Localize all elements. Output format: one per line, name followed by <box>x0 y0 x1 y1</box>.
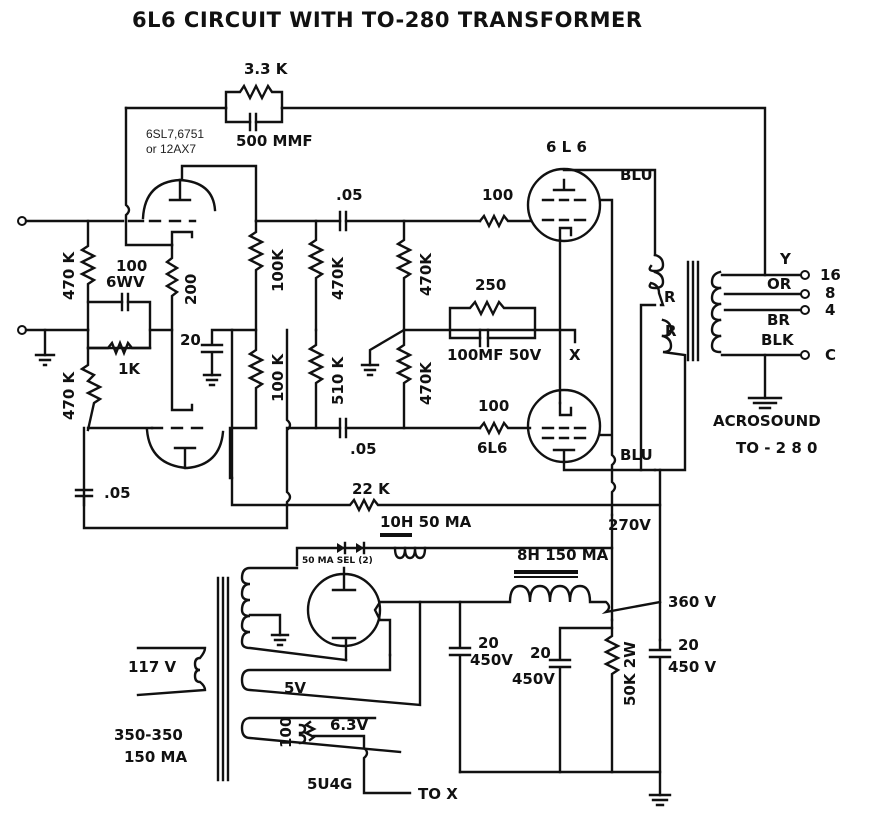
cathode-resistor-label: 1K <box>118 360 141 378</box>
tap-8-label: 8 <box>825 284 835 302</box>
filter-cap-3-voltage: 450 V <box>668 658 717 676</box>
plate-resistor-bottom-label: 100 K <box>269 352 287 402</box>
filter-choke-8h <box>378 570 662 615</box>
tap-16-label: 16 <box>820 266 841 284</box>
filament-5v-label: 5V <box>284 679 306 697</box>
input-tube-label-2: or 12AX7 <box>146 142 196 156</box>
x-mark-label: X <box>569 346 581 364</box>
ground-symbol-input <box>34 353 56 367</box>
feedback-resistor-label: 3.3 K <box>244 60 289 78</box>
plate-resistor-top-label: 100K <box>269 248 287 292</box>
tap-4-label: 4 <box>825 301 835 319</box>
grid-resistor-470k-bottom-label: 470K <box>417 361 435 405</box>
tap-8-terminal <box>800 289 810 299</box>
choke-10h-label: 10H 50 MA <box>380 513 472 531</box>
output-tube-top-label: 6 L 6 <box>546 138 587 156</box>
tap-c-terminal <box>800 350 810 360</box>
grid-resistor-top-label: 470 K <box>60 250 78 300</box>
resistor-200-label: 200 <box>182 274 200 305</box>
pt-rating-voltage-label: 350-350 <box>114 726 183 744</box>
output-tube-bottom-label: 6L6 <box>477 439 507 457</box>
power-transformer <box>136 566 422 795</box>
to-x-label: TO X <box>418 785 458 803</box>
output-transformer <box>639 253 802 472</box>
feedback-cap-label: 500 MMF <box>236 132 313 150</box>
secondary-or-label: OR <box>767 275 792 293</box>
rectifier-tube-5u4g <box>306 566 392 662</box>
filter-cap-2-voltage: 450V <box>512 670 555 688</box>
filter-cap-3-value: 20 <box>678 636 699 654</box>
feedback-network <box>124 83 767 277</box>
cap-20-label: 20 <box>180 331 201 349</box>
choke-8h-label: 8H 150 MA <box>517 546 609 564</box>
input-tube-v1a <box>141 164 258 247</box>
selenium-rectifier-label: 50 MA SEL (2) <box>302 556 373 566</box>
transformer-model-label: TO - 2 8 0 <box>736 439 817 457</box>
lead-blu-top-label: BLU <box>620 166 653 184</box>
filter-cap-1-value: 20 <box>478 634 499 652</box>
pt-rating-current-label: 150 MA <box>124 748 187 766</box>
filament-63v-label: 6.3V <box>330 716 369 734</box>
divider-resistor-510k-label: 510 K <box>329 355 347 405</box>
coupling-cap-top-label: .05 <box>336 186 363 204</box>
voltage-270v-label: 270V <box>608 516 651 534</box>
tap-16-terminal <box>800 270 810 280</box>
secondary-br-label: BR <box>767 311 790 329</box>
lead-blu-bottom-label: BLU <box>620 446 653 464</box>
resistor-22k-label: 22 K <box>352 480 391 498</box>
lead-r-top-label: R <box>664 288 676 306</box>
hum-pot-label: 100 <box>277 717 295 748</box>
filter-cap-1-voltage: 450V <box>470 651 513 669</box>
mains-voltage-label: 117 V <box>128 658 177 676</box>
output-tube-bottom <box>526 388 657 472</box>
cathode-cap-label-1: 100 <box>116 257 147 275</box>
secondary-blk-label: BLK <box>761 331 795 349</box>
filter-cap-2-value: 20 <box>530 644 551 662</box>
tap-4-terminal <box>800 305 810 315</box>
transformer-name-label: ACROSOUND <box>713 412 821 430</box>
bleeder-resistor-label: 50K 2W <box>621 641 639 706</box>
schematic-title: 6L6 CIRCUIT WITH TO-280 TRANSFORMER <box>132 8 643 32</box>
screen-supply <box>295 513 614 622</box>
grid-resistor-bottom-label: 470 K <box>60 370 78 420</box>
grid-resistor-470k-top-label: 470K <box>417 252 435 296</box>
output-tube-top <box>526 167 617 517</box>
lead-r-bottom-label: R <box>665 322 677 340</box>
cathode-bias-resistor-label: 250 <box>475 276 506 294</box>
input-tube-label-1: 6SL7,6751 <box>146 127 204 141</box>
tap-c-label: C <box>825 346 836 364</box>
coupling-cap-bottom-label: .05 <box>350 440 377 458</box>
voltage-360v-label: 360 V <box>668 593 717 611</box>
cathode-cap-label-2: 6WV <box>106 273 145 291</box>
grid-stopper-bottom-label: 100 <box>478 397 509 415</box>
decoupling-cap-label: .05 <box>104 484 131 502</box>
divider-resistor-470k-label: 470K <box>329 256 347 300</box>
grid-stopper-top-label: 100 <box>482 186 513 204</box>
secondary-y-label: Y <box>779 250 792 268</box>
rectifier-tube-label: 5U4G <box>307 775 352 793</box>
cathode-bias-cap-label: 100MF 50V <box>447 346 542 364</box>
